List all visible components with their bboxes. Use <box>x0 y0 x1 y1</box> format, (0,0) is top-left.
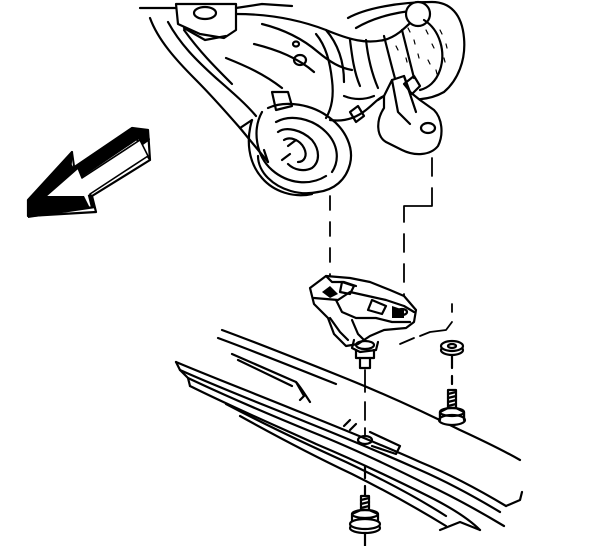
front-direction-arrow-icon <box>26 126 152 218</box>
mount-bolt-and-washer <box>437 339 467 427</box>
cylinder-texture <box>395 27 448 75</box>
frame-crossmember <box>174 328 524 532</box>
alignment-lines <box>329 157 453 345</box>
differential-carrier-housing <box>138 0 466 197</box>
frame-bolt-and-washer <box>348 464 382 546</box>
washer-icon <box>439 339 465 357</box>
carrier-mount-bracket <box>308 274 418 370</box>
washer-icon <box>348 517 382 535</box>
bolt-icon <box>437 388 467 427</box>
